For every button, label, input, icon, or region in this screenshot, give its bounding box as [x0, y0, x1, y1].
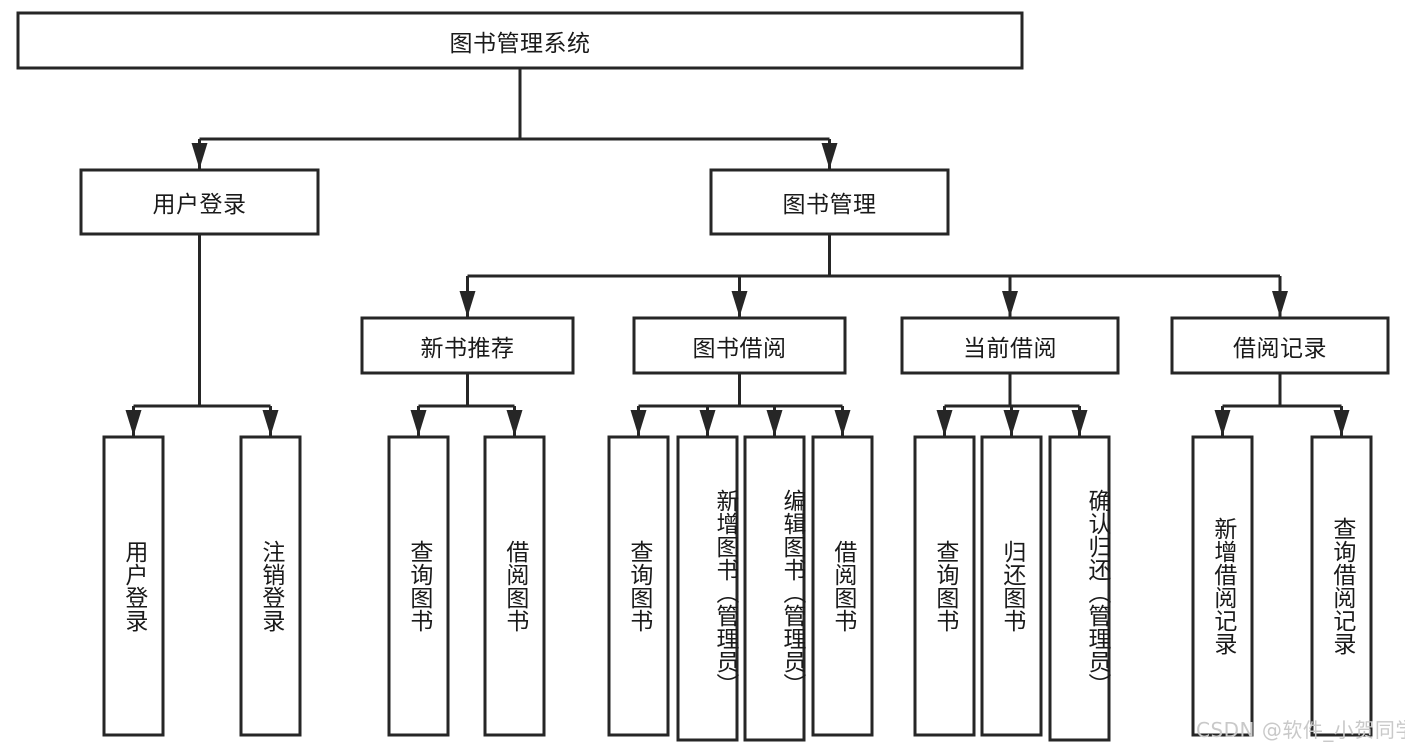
node-box-query-borrow-record[interactable]	[1310, 435, 1373, 737]
arrow-head-icon-return-book	[1003, 410, 1020, 436]
arrow-head-icon-user-logout	[262, 410, 279, 436]
node-box-user-login[interactable]	[79, 168, 320, 236]
node-box-user-login-do[interactable]	[102, 435, 165, 737]
node-box-borrow-record[interactable]	[1170, 316, 1390, 375]
arrow-head-icon-user-login	[191, 143, 208, 169]
node-box-add-borrow-record[interactable]	[1191, 435, 1254, 737]
arrow-head-icon-query-book-3	[936, 410, 953, 436]
node-box-book-borrow[interactable]	[632, 316, 847, 375]
arrow-head-icon-current-borrow	[1002, 291, 1018, 317]
arrow-head-icon-query-book-1	[410, 410, 427, 436]
node-box-borrow-book-1[interactable]	[483, 435, 546, 737]
arrow-head-icon-add-book-admin	[699, 410, 716, 436]
node-box-confirm-return-admin[interactable]	[1048, 435, 1111, 742]
arrow-head-icon-borrow-book-2	[834, 410, 851, 436]
arrow-head-icon-borrow-book-1	[506, 410, 523, 436]
arrow-head-icon-user-login-do	[125, 410, 142, 436]
node-box-new-book-recommend[interactable]	[360, 316, 575, 375]
node-box-user-logout[interactable]	[239, 435, 302, 737]
node-box-query-book-1[interactable]	[387, 435, 450, 737]
node-box-borrow-book-2[interactable]	[811, 435, 874, 737]
csdn-watermark: CSDN @软件_小贺同学	[1196, 718, 1405, 742]
connectors-layer	[125, 68, 1350, 436]
arrow-head-icon-new-book-recommend	[459, 291, 476, 317]
node-box-book-management[interactable]	[709, 168, 950, 236]
arrow-head-icon-add-borrow-record	[1214, 410, 1231, 436]
node-box-query-book-3[interactable]	[913, 435, 976, 737]
arrow-head-icon-confirm-return-admin	[1071, 410, 1088, 436]
arrow-head-icon-edit-book-admin	[766, 410, 783, 436]
arrow-head-icon-borrow-record	[1272, 291, 1288, 317]
node-box-edit-book-admin[interactable]	[743, 435, 806, 742]
boxes-layer	[16, 11, 1390, 742]
node-box-query-book-2[interactable]	[607, 435, 670, 737]
arrow-head-icon-book-management	[821, 143, 838, 169]
arrow-head-icon-book-borrow	[731, 291, 748, 317]
node-box-current-borrow[interactable]	[900, 316, 1120, 375]
node-box-return-book[interactable]	[980, 435, 1043, 737]
node-box-root[interactable]	[16, 11, 1024, 70]
node-box-add-book-admin[interactable]	[676, 435, 739, 742]
arrow-head-icon-query-borrow-record	[1333, 410, 1350, 436]
arrow-head-icon-query-book-2	[630, 410, 647, 436]
